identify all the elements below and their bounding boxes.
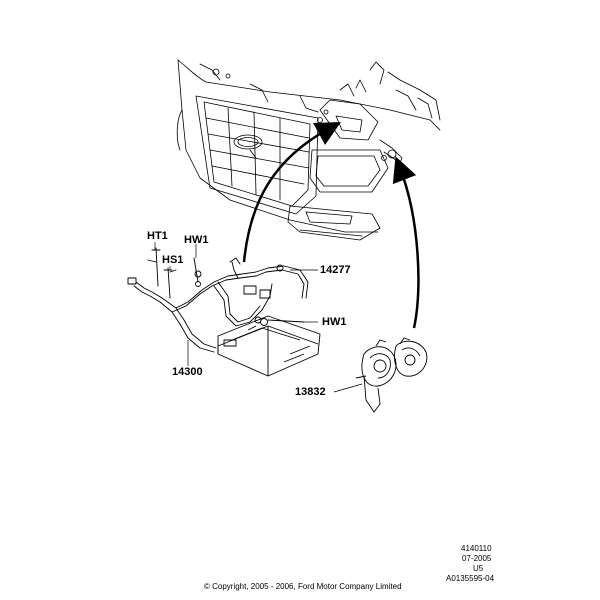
copyright-notice: © Copyright, 2005 - 2006, Ford Motor Com… [204,582,402,591]
reference-code-1: 4140110 [461,544,492,553]
callout-part-13832: 13832 [295,386,326,398]
location-arrow-horn [392,156,420,329]
callout-ht1: HT1 [147,230,168,242]
wiring-harness-illustration [127,257,309,353]
callout-hw1-lower: HW1 [322,316,347,328]
location-arrow-harness [242,122,341,263]
reference-code-3: U5 [473,564,484,573]
callout-hs1: HS1 [162,254,184,266]
callout-hw1-upper: HW1 [184,234,209,246]
battery-illustration [217,315,321,377]
leader-lines [154,242,363,393]
callout-part-14300: 14300 [172,366,203,378]
horn-illustration [355,337,428,413]
callout-part-14277: 14277 [320,264,351,276]
reference-code-4: A0135595-04 [446,574,495,583]
vehicle-front-illustration [176,59,441,241]
fastener-hardware [147,247,305,326]
reference-code-2: 07-2005 [462,554,492,563]
